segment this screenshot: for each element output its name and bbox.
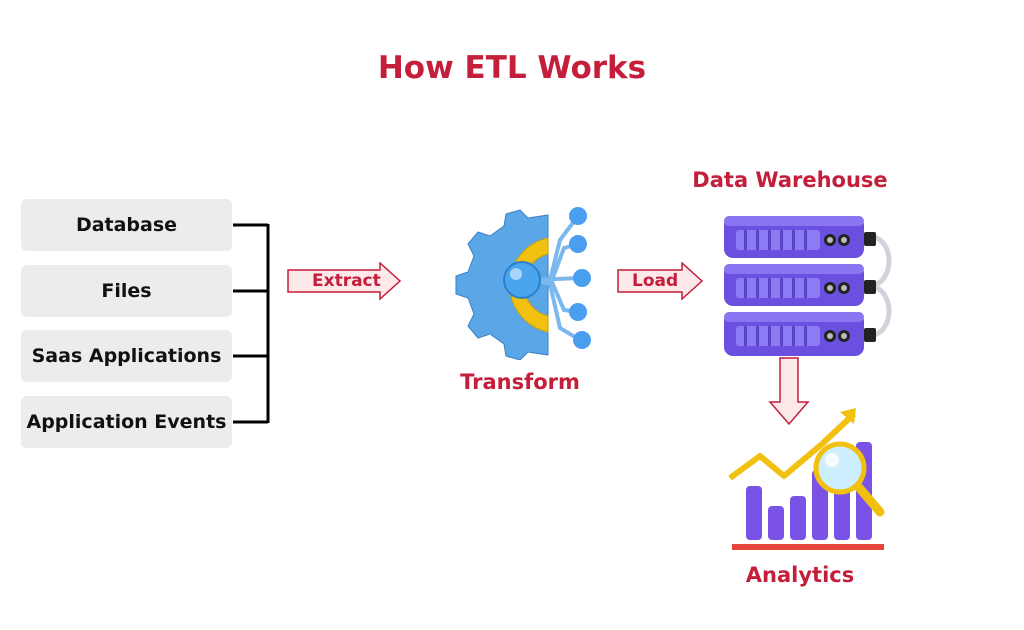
load-arrow: [617, 262, 704, 301]
extract-label: Extract: [312, 271, 381, 291]
source-saas-applications: Saas Applications: [21, 330, 232, 382]
load-label: Load: [632, 271, 679, 291]
source-application-events: Application Events: [21, 396, 232, 448]
source-files: Files: [21, 265, 232, 317]
source-bracket: [233, 223, 270, 424]
analytics-chart-icon: [728, 408, 885, 550]
page-title: How ETL Works: [377, 50, 647, 86]
analytics-label: Analytics: [745, 563, 855, 587]
extract-arrow: [287, 262, 402, 301]
server-stack-icon: [724, 216, 892, 356]
data-warehouse-label: Data Warehouse: [692, 168, 888, 192]
source-database: Database: [21, 199, 232, 251]
transform-gear-icon: [455, 207, 591, 360]
transform-label: Transform: [460, 370, 580, 394]
down-arrow: [768, 357, 810, 426]
